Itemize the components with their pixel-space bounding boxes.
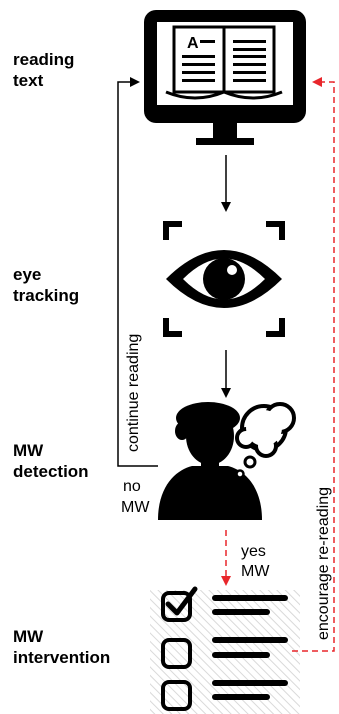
checklist-icon [150, 586, 300, 714]
no-mw-label-line2: MW [121, 499, 150, 516]
arrow-continue-reading [117, 77, 158, 467]
yes-mw-label-line2: MW [241, 563, 270, 580]
yes-mw-label-line1: yes [241, 543, 266, 560]
monitor-with-open-book-icon: A [144, 10, 306, 145]
arrow-encourage-rereading [292, 77, 335, 652]
eye-tracking-icon [163, 221, 285, 337]
thinking-person-icon [158, 402, 296, 520]
stage-label-reading: reading text [13, 50, 75, 90]
continue-reading-label: continue reading [125, 334, 142, 452]
encourage-rereading-label: encourage re-reading [315, 487, 332, 640]
stage-label-intervention: MW intervention [13, 627, 111, 667]
stage-label-detection: MW detection [13, 441, 89, 481]
stage-label-tracking: eye tracking [13, 265, 80, 305]
no-mw-label-line1: no [123, 478, 141, 495]
book-letter: A [187, 35, 199, 52]
